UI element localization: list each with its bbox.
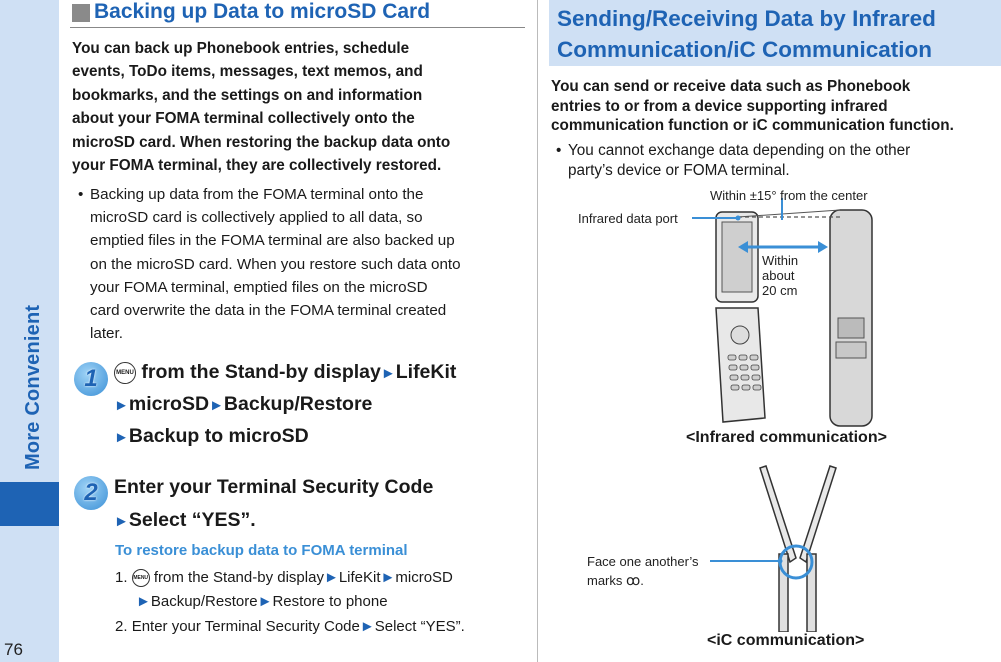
right-section-title: Sending/Receiving Data by Infrared Commu…: [549, 0, 1001, 66]
felica-mark-icon: ꝏ: [626, 572, 641, 588]
restore-item-1: 1. MENU from the Stand-by display►LifeKi…: [115, 567, 453, 589]
note-line: microSD card is collectively applied to …: [90, 209, 423, 227]
step-text: LifeKit: [395, 361, 457, 383]
column-divider: [537, 0, 538, 662]
note-line: You cannot exchange data depending on th…: [568, 142, 911, 159]
intro-line: entries to or from a device supporting i…: [551, 97, 888, 115]
arrow-icon: ►: [323, 569, 339, 586]
item-text: from the Stand-by display: [153, 569, 324, 586]
item-text: LifeKit: [338, 569, 381, 586]
infrared-illustration: [692, 198, 873, 427]
distance-line: about: [762, 268, 795, 283]
step-text: Select “YES”.: [128, 509, 256, 531]
menu-key-icon: MENU: [131, 569, 150, 588]
intro-line: communication function or iC communicati…: [551, 117, 954, 134]
arrow-icon: ►: [136, 593, 151, 610]
step-1-line-3: ►Backup to microSD: [114, 420, 309, 454]
item-text: Select “YES”.: [374, 618, 465, 635]
intro-line: microSD card. When restoring the backup …: [72, 133, 451, 151]
note-line: later.: [90, 325, 123, 343]
face-marks-label: Face one another’s marks ꝏ.: [587, 553, 699, 590]
note-line: on the microSD card. When you restore su…: [90, 255, 461, 273]
face-line: marks ꝏ.: [587, 572, 644, 588]
ic-illustration: [710, 465, 837, 632]
intro-line: events, ToDo items, messages, text memos…: [72, 63, 423, 81]
distance-label: Within about 20 cm: [762, 253, 798, 298]
arrow-icon: ►: [114, 429, 129, 446]
right-note-paragraph: • You cannot exchange data depending on …: [556, 141, 986, 181]
item-number: 2.: [115, 618, 128, 635]
arrow-icon: ►: [380, 569, 396, 586]
ic-phones: [759, 465, 837, 632]
note-line: card overwrite the data in the FOMA term…: [90, 302, 447, 320]
note-line: Backing up data from the FOMA terminal o…: [90, 186, 424, 203]
restore-item-2: 2. Enter your Terminal Security Code►Sel…: [115, 616, 465, 638]
restore-item-1-cont: ►Backup/Restore►Restore to phone: [136, 591, 388, 613]
side-tab-marker: [0, 482, 59, 526]
section-label: More Convenient: [22, 305, 45, 470]
note-paragraph: • Backing up data from the FOMA terminal…: [78, 183, 523, 345]
item-text: Restore to phone: [272, 593, 388, 610]
bullet: •: [78, 186, 84, 203]
step-number: 2: [84, 479, 98, 506]
step-2-line-2: ►Select “YES”.: [114, 504, 256, 538]
step-2-badge: 2: [74, 476, 108, 510]
item-text: Backup/Restore: [150, 593, 258, 610]
item-text: microSD: [395, 569, 453, 586]
intro-line: about your FOMA terminal collectively on…: [72, 110, 415, 128]
arrow-icon: ►: [114, 513, 129, 530]
infrared-caption: <Infrared communication>: [686, 429, 887, 446]
menu-key-icon: MENU: [114, 361, 136, 384]
side-strip: [0, 0, 59, 662]
restore-heading: To restore backup data to FOMA terminal: [115, 542, 408, 559]
face-line: Face one another’s: [587, 554, 699, 569]
intro-line: You can send or receive data such as Pho…: [551, 78, 911, 95]
ic-caption: <iC communication>: [707, 632, 865, 649]
item-number: 1.: [115, 569, 128, 586]
step-1-badge: 1: [74, 362, 108, 396]
intro-line: You can back up Phonebook entries, sched…: [72, 40, 410, 57]
page-number: 76: [4, 640, 23, 659]
arrow-icon: ►: [257, 593, 273, 610]
face-text: marks: [587, 573, 623, 588]
title-line: Communication/iC Communication: [557, 37, 933, 62]
step-text: Backup to microSD: [128, 425, 309, 447]
note-line: emptied files in the FOMA terminal are a…: [90, 232, 455, 250]
bullet: •: [556, 142, 562, 159]
step-text: Enter your Terminal Security Code: [114, 476, 434, 498]
arrow-icon: ►: [114, 397, 129, 414]
intro-paragraph: You can back up Phonebook entries, sched…: [72, 37, 527, 177]
intro-line: your FOMA terminal, they are collectivel…: [72, 157, 442, 175]
arrow-icon: ►: [359, 618, 375, 635]
title-line: Sending/Receiving Data by Infrared: [557, 6, 936, 31]
item-text: Enter your Terminal Security Code: [131, 618, 360, 635]
distance-line: Within: [762, 253, 799, 268]
step-1-line-2: ►microSD►Backup/Restore: [114, 388, 372, 422]
angle-label: Within ±15° from the center: [710, 188, 868, 203]
note-line: party’s device or FOMA terminal.: [568, 162, 790, 179]
step-text: from the Stand-by display: [141, 361, 381, 383]
port-label: Infrared data port: [578, 211, 678, 226]
intro-line: bookmarks, and the settings on and infor…: [72, 86, 423, 104]
foma-phone-closed: [829, 209, 873, 427]
section-title-rule: [70, 0, 525, 28]
distance-line: 20 cm: [762, 283, 798, 298]
step-number: 1: [84, 365, 98, 392]
step-text: Backup/Restore: [223, 393, 373, 415]
step-1-line-1: MENU from the Stand-by display►LifeKit: [114, 356, 456, 390]
arrow-icon: ►: [209, 397, 224, 414]
step-2-line-1: Enter your Terminal Security Code: [114, 471, 433, 503]
title-square-icon: [72, 4, 90, 22]
step-text: microSD: [128, 393, 210, 415]
note-line: your FOMA terminal, emptied files on the…: [90, 278, 428, 296]
right-intro-paragraph: You can send or receive data such as Pho…: [551, 77, 1001, 136]
section-title: Backing up Data to microSD Card: [94, 0, 431, 23]
foma-phone-open: [715, 211, 766, 423]
arrow-icon: ►: [380, 365, 396, 382]
